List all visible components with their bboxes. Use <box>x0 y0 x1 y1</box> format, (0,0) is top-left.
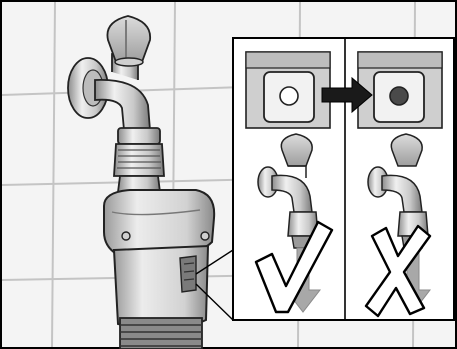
indicator-window-ok <box>246 52 330 128</box>
indicator-light-icon <box>280 87 298 105</box>
aquastop-valve-body <box>104 190 214 332</box>
indicator-window-fault <box>358 52 442 128</box>
indicator-dark-icon <box>390 87 408 105</box>
tap-handle-icon <box>107 16 150 66</box>
corrugated-hose <box>120 318 202 349</box>
